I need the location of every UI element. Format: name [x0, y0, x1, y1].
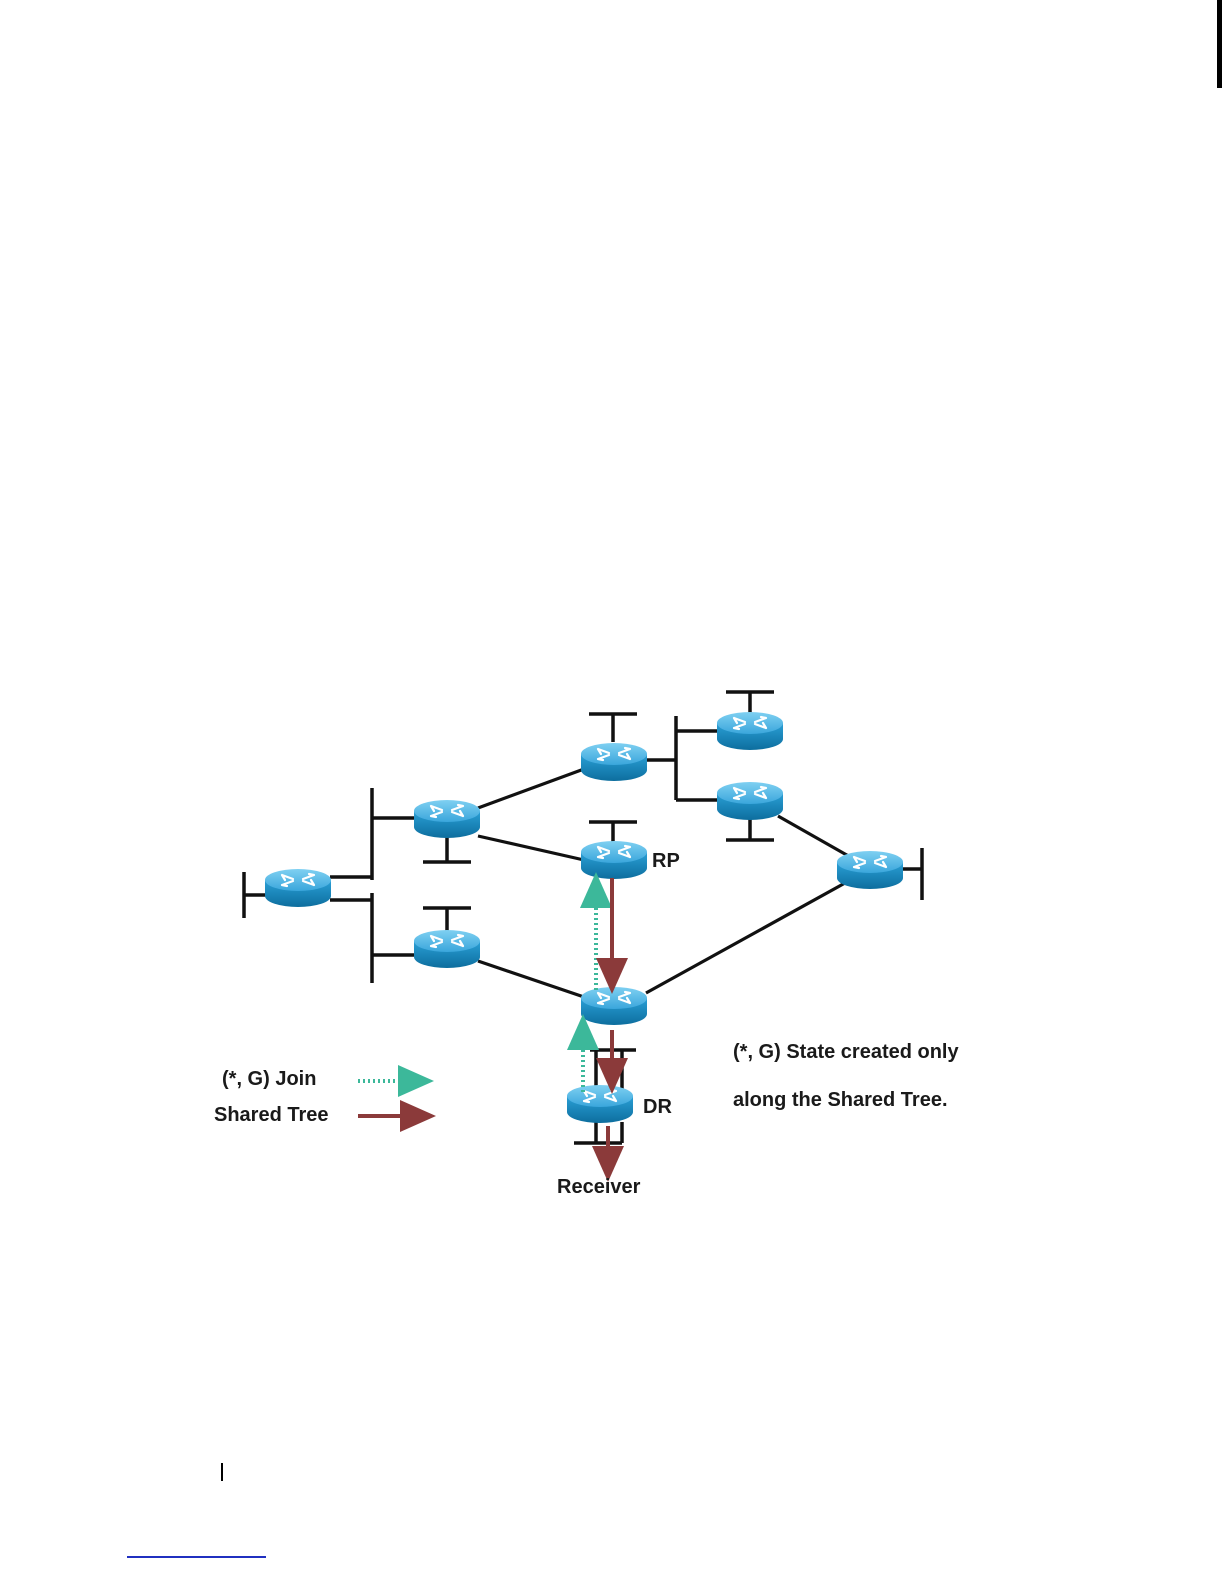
page-margin-marker [221, 1463, 223, 1481]
rp-label: RP [652, 850, 680, 872]
router-icon [717, 782, 783, 820]
footer-link-rule [127, 1556, 266, 1558]
router-icon [414, 930, 480, 968]
router-icon [567, 1085, 633, 1123]
router-icon [581, 841, 647, 879]
legend-join-label: (*, G) Join [222, 1068, 316, 1090]
join-path [583, 888, 596, 1092]
legend-shared-tree-label: Shared Tree [214, 1104, 329, 1126]
receiver-label: Receiver [557, 1176, 641, 1198]
network-links [478, 769, 852, 997]
router-icon [717, 712, 783, 750]
state-note-line1: (*, G) State created only [733, 1041, 959, 1063]
router-icon [265, 869, 331, 907]
router-icon [414, 800, 480, 838]
router-icon [581, 987, 647, 1025]
router-icon [837, 851, 903, 889]
router-icon [581, 743, 647, 781]
legend: (*, G) Join Shared Tree [214, 1068, 420, 1126]
dr-label: DR [643, 1096, 672, 1118]
state-note-line2: along the Shared Tree. [733, 1089, 948, 1111]
